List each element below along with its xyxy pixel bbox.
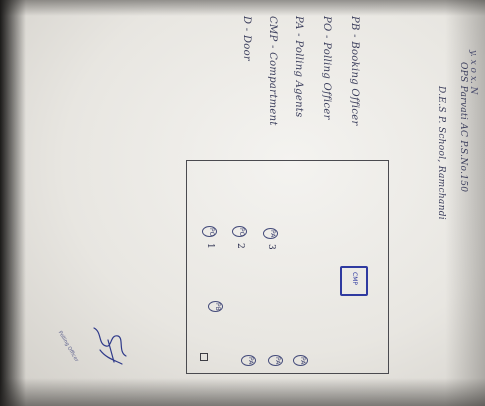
plan-marker-po-2: PO	[232, 226, 247, 237]
compartment-label: CMP	[351, 272, 358, 285]
header-line-1: OPS Parvati AC P.S.No.150	[458, 62, 468, 192]
compartment-box: CMP	[340, 266, 368, 296]
plan-marker-pa: PA	[241, 355, 256, 366]
photo-shadow-top	[0, 0, 485, 16]
legend-item-pb: PB - Booking Officer	[349, 16, 360, 126]
plan-marker-pb: PB	[208, 301, 223, 312]
plan-marker-tag: PA	[269, 230, 276, 237]
plan-marker-tag: PA	[247, 357, 254, 364]
photo-shadow-bottom	[0, 378, 485, 406]
plan-marker-tag: PO	[208, 228, 215, 236]
legend-item-cmp: CMP - Compartment	[267, 16, 278, 126]
plan-marker-tag: PO	[238, 228, 245, 236]
plan-marker-pa: PA	[293, 355, 308, 366]
plan-marker-tag: PA	[299, 357, 306, 364]
door-marker	[200, 353, 208, 361]
plan-marker-tag: PB	[214, 303, 221, 311]
legend-item-po: PO - Polling Officer	[321, 16, 332, 120]
plan-marker-num: 1	[205, 243, 215, 249]
header-top-marks: y. x o x. N	[468, 50, 478, 95]
legend-item-pa: PA - Polling Agents	[293, 16, 304, 118]
stamp-text: Polling Officer	[57, 330, 80, 363]
photo-shadow-right	[445, 0, 485, 406]
legend-item-door: D - Door	[241, 16, 252, 61]
plan-marker-tag: PA	[274, 357, 281, 364]
plan-marker-num: 3	[266, 244, 276, 250]
plan-marker-pa-3: PA	[263, 228, 278, 239]
plan-marker-num: 2	[235, 243, 245, 249]
signature-mark	[88, 320, 132, 370]
plan-marker-pa: PA	[268, 355, 283, 366]
plan-marker-po-1: PO	[202, 226, 217, 237]
header-line-2: D.E.S P. School, Ramchandi	[436, 86, 446, 220]
photo-shadow-left	[0, 0, 26, 406]
